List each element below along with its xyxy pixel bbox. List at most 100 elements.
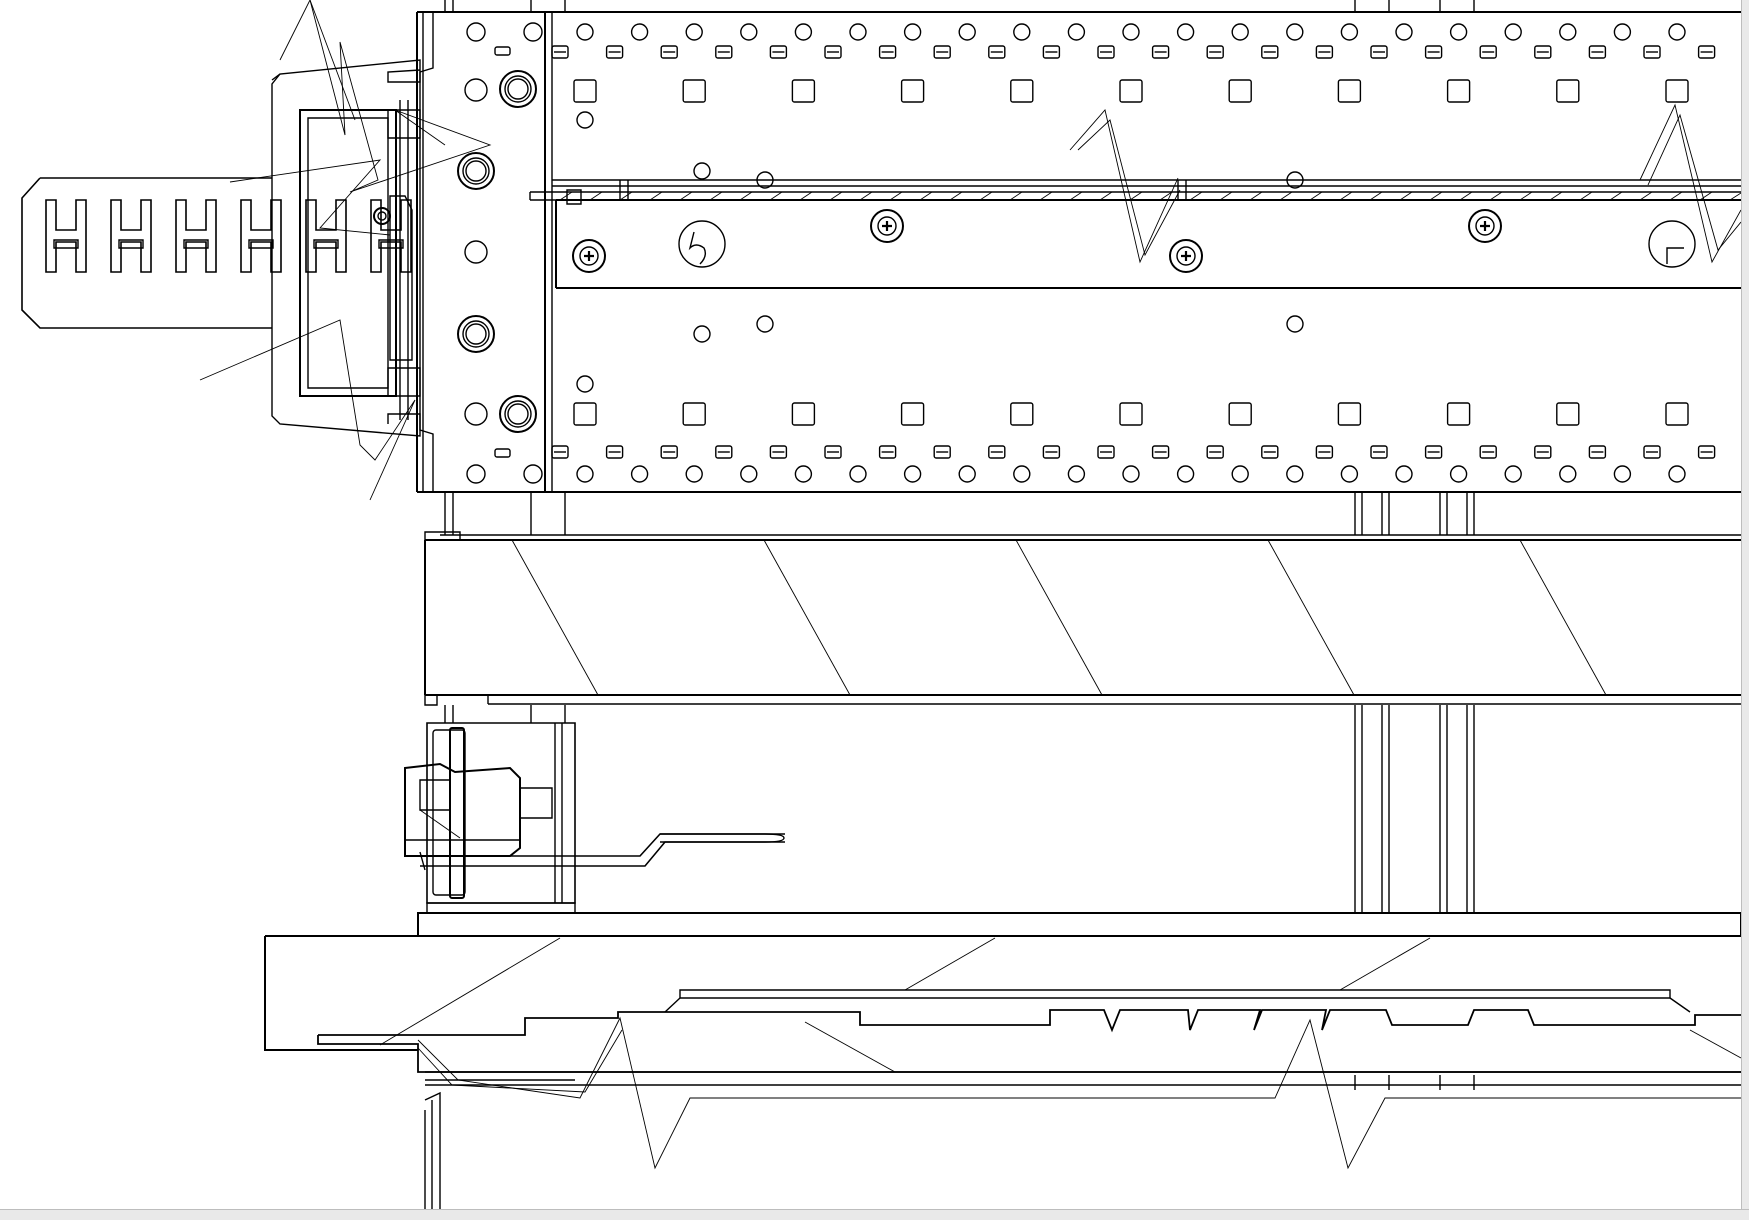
slot-hole <box>934 446 950 458</box>
round-hole <box>1614 24 1630 40</box>
h-slot-bar <box>379 240 403 248</box>
slot-hole <box>1426 446 1442 458</box>
round-hole <box>1451 24 1467 40</box>
round-hole <box>632 466 648 482</box>
round-hole <box>632 24 648 40</box>
round-hole <box>1560 466 1576 482</box>
round-hole <box>1232 24 1248 40</box>
connector-block <box>405 705 575 913</box>
slot-hole <box>934 46 950 58</box>
slot-hole <box>1589 46 1605 58</box>
slot-hole <box>1480 46 1496 58</box>
round-hole <box>1068 466 1084 482</box>
slot-hole <box>880 446 896 458</box>
top-chassis-plate <box>417 12 1741 492</box>
round-hole <box>757 172 773 188</box>
round-hole <box>1287 466 1303 482</box>
round-hole <box>1614 466 1630 482</box>
slot-hole <box>880 46 896 58</box>
slot-hole <box>1699 46 1715 58</box>
round-hole <box>795 24 811 40</box>
slot-hole <box>770 46 786 58</box>
h-slot-pattern <box>46 200 411 272</box>
slot-hole <box>1535 46 1551 58</box>
slot-hole <box>1316 46 1332 58</box>
square-hole-icon <box>1011 80 1033 102</box>
round-hole <box>959 24 975 40</box>
phillips-screw-icon <box>1469 210 1501 242</box>
vertical-posts <box>445 0 1474 1090</box>
slot-hole <box>607 446 623 458</box>
square-hole-icon <box>1120 80 1142 102</box>
round-hole <box>905 24 921 40</box>
round-hole <box>959 466 975 482</box>
round-hole <box>1341 466 1357 482</box>
round-hole <box>1178 24 1194 40</box>
slot-hole <box>661 446 677 458</box>
round-hole <box>694 163 710 179</box>
square-hole-icon <box>1338 403 1360 425</box>
round-hole <box>1396 466 1412 482</box>
slot-hole <box>1262 46 1278 58</box>
square-hole-icon <box>574 80 596 102</box>
square-hole-icon <box>1120 403 1142 425</box>
round-hole <box>905 466 921 482</box>
slot-hole <box>607 46 623 58</box>
round-hole <box>741 24 757 40</box>
slot-hole <box>716 46 732 58</box>
viewport-scroll-frame-right[interactable] <box>1741 0 1749 1219</box>
phillips-screw-icon <box>1170 240 1202 272</box>
round-hole <box>1560 24 1576 40</box>
square-hole-icon <box>574 403 596 425</box>
middle-cover-panel <box>425 532 1741 705</box>
round-hole <box>577 466 593 482</box>
round-hole <box>694 326 710 342</box>
round-hole <box>795 466 811 482</box>
slot-hole <box>661 46 677 58</box>
mounting-rail <box>556 200 1741 288</box>
viewport-scroll-frame-bottom[interactable] <box>0 1209 1749 1220</box>
h-slot-bar <box>314 240 338 248</box>
square-hole-icon <box>902 80 924 102</box>
hole-pattern <box>552 24 1715 482</box>
slot-hole <box>1535 446 1551 458</box>
slot-hole <box>1426 46 1442 58</box>
slot-hole <box>716 446 732 458</box>
round-hole-icon <box>458 153 494 189</box>
round-hole <box>1505 24 1521 40</box>
round-hole <box>1178 466 1194 482</box>
front-flange <box>458 23 542 483</box>
round-hole <box>850 466 866 482</box>
slot-hole <box>1262 446 1278 458</box>
round-hole <box>577 24 593 40</box>
slot-hole <box>1207 46 1223 58</box>
bottom-tray <box>265 913 1741 1209</box>
slot-hole <box>1699 446 1715 458</box>
square-hole-icon <box>792 403 814 425</box>
h-slot-bar <box>119 240 143 248</box>
round-hole <box>686 466 702 482</box>
slot-hole <box>552 46 568 58</box>
h-slot-bar <box>54 240 78 248</box>
slot-hole <box>825 46 841 58</box>
slot-hole <box>825 446 841 458</box>
round-hole <box>1068 24 1084 40</box>
h-slot <box>176 200 216 272</box>
slot-hole <box>989 446 1005 458</box>
round-hole <box>1287 24 1303 40</box>
slot-hole <box>989 46 1005 58</box>
round-hole <box>577 112 593 128</box>
round-hole <box>1014 24 1030 40</box>
slot-hole <box>1098 446 1114 458</box>
square-hole-icon <box>1666 403 1688 425</box>
round-hole <box>1287 316 1303 332</box>
round-hole <box>686 24 702 40</box>
h-slot <box>111 200 151 272</box>
h-slot <box>306 200 346 272</box>
slot-hole <box>770 446 786 458</box>
slot-hole <box>1043 446 1059 458</box>
h-slot-bar <box>249 240 273 248</box>
round-hole <box>1396 24 1412 40</box>
square-hole-icon <box>1229 403 1251 425</box>
